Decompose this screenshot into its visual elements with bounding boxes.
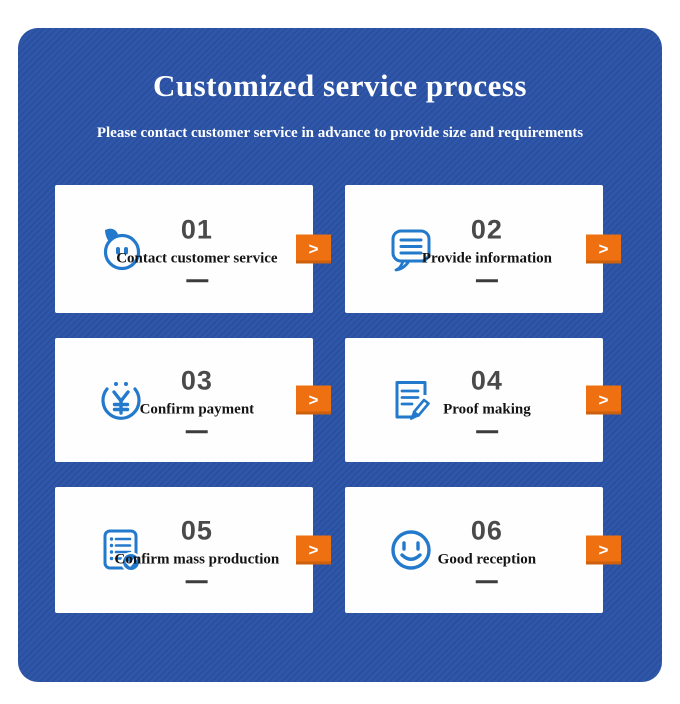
step-content: 05 Confirm mass production xyxy=(114,515,280,583)
next-arrow-button[interactable]: > xyxy=(586,385,621,415)
page-subtitle: Please contact customer service in advan… xyxy=(96,125,584,141)
speech-bubble-lines-icon xyxy=(387,225,435,273)
step-number: 02 xyxy=(470,214,503,245)
dash-divider xyxy=(185,429,208,433)
dash-divider xyxy=(475,278,498,282)
step-label: Provide information xyxy=(421,250,552,267)
step-card-4: 04 Proof making > xyxy=(345,338,621,462)
step-content: 04 Proof making xyxy=(443,367,531,433)
step-label: Good reception xyxy=(437,551,537,568)
step-card-3: 03 Confirm payment > xyxy=(55,338,331,462)
step-number: 06 xyxy=(470,515,503,546)
checklist-check-icon xyxy=(97,526,145,574)
step-content: 06 Good reception xyxy=(438,517,536,583)
next-arrow-button[interactable]: > xyxy=(296,535,331,565)
step-content: 03 Confirm payment xyxy=(139,365,255,433)
chat-smiley-icon xyxy=(97,225,145,273)
next-arrow-button[interactable]: > xyxy=(296,385,331,415)
document-pencil-icon xyxy=(387,376,435,424)
dash-divider xyxy=(185,278,208,282)
service-process-panel: Customized service process Please contac… xyxy=(18,28,662,682)
step-label: Proof making xyxy=(443,401,531,418)
step-card-6: 06 Good reception > xyxy=(345,487,621,613)
step-number: 03 xyxy=(180,365,213,396)
page-title: Customized service process xyxy=(152,68,527,103)
step-label: Confirm mass production xyxy=(114,551,280,568)
dash-divider xyxy=(185,579,208,583)
dash-divider xyxy=(475,429,498,433)
step-label: Confirm payment xyxy=(139,401,255,418)
step-number: 04 xyxy=(470,365,503,396)
step-card-1: 01 Contact customer service > xyxy=(55,185,331,313)
step-number: 01 xyxy=(180,214,213,245)
next-arrow-button[interactable]: > xyxy=(296,234,331,264)
step-card-2: 02 Provide information > xyxy=(345,185,621,313)
step-card-5: 05 Confirm mass production > xyxy=(55,487,331,613)
steps-grid: 01 Contact customer service > 02 Provide… xyxy=(55,185,662,613)
step-label: Contact customer service xyxy=(116,250,278,267)
smiley-face-icon xyxy=(387,526,435,574)
next-arrow-button[interactable]: > xyxy=(586,234,621,264)
yuan-coin-icon xyxy=(97,376,145,424)
step-content: 02 Provide information xyxy=(422,216,552,282)
step-content: 01 Contact customer service xyxy=(116,214,278,282)
dash-divider xyxy=(475,579,498,583)
step-number: 05 xyxy=(180,515,213,546)
next-arrow-button[interactable]: > xyxy=(586,535,621,565)
